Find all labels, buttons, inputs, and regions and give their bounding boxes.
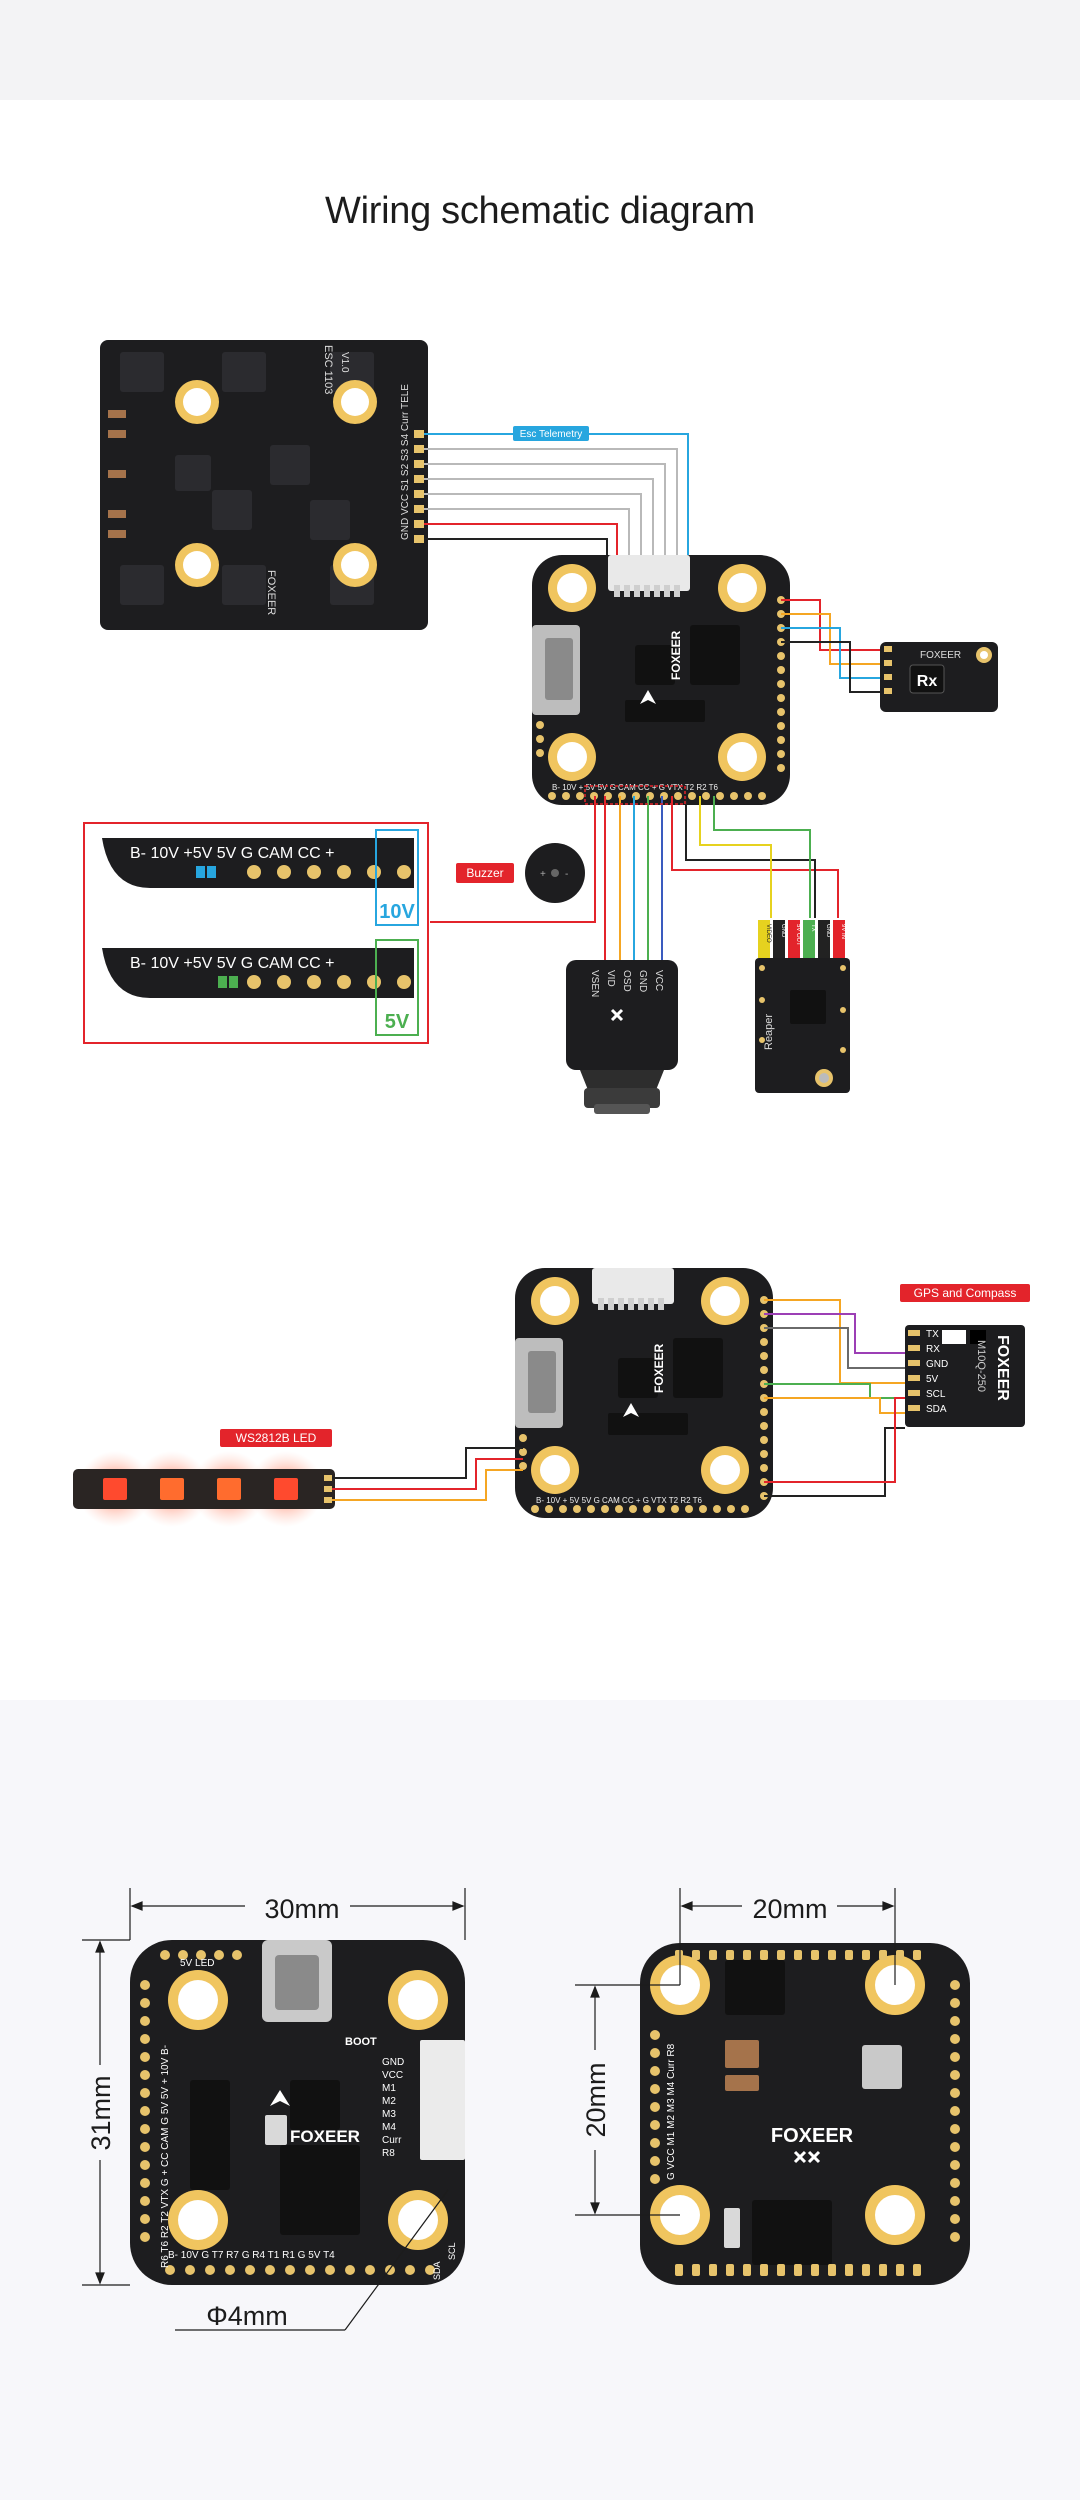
front-pad-m2: M2 [382, 2096, 396, 2107]
board-back-brand: FOXEER [771, 2125, 854, 2147]
gps-brand: FOXEER [994, 1335, 1011, 1401]
option-5v-label: 5V [385, 1011, 410, 1033]
cam-pin-osd: OSD [621, 970, 632, 992]
dim-hole-x: 20mm [752, 1894, 827, 1924]
vtx-pin-tx: TX [810, 924, 816, 932]
board-back: FOXEER G VCC M1 M2 M3 M4 Curr R8 [640, 1943, 970, 2285]
dim-height: 31mm [86, 2075, 116, 2150]
fc-gps-brand: FOXEER [652, 1343, 666, 1393]
gps-pin-tx: TX [926, 1329, 939, 1340]
vtx-pin-gnd: GND [780, 924, 786, 938]
dim-hole-diameter: Φ4mm [206, 2301, 288, 2331]
fc-bottom-wires [430, 796, 839, 980]
pad-row-5v: B- 10V +5V 5V G CAM CC + [130, 955, 335, 972]
front-pad-m1: M1 [382, 2083, 396, 2094]
dim-lines-front [82, 1888, 466, 2331]
camera: VSEN VID OSD GND VCC [566, 960, 678, 1114]
esc-pad-labels: GND VCC S1 S2 S3 S4 Curr TELE [400, 384, 411, 540]
vtx-pin-video: VIDEO [765, 924, 771, 943]
board-front-sda: SDA [432, 2261, 442, 2280]
fc-top-bottom-pads: B- 10V + 5V 5V G CAM CC + G VTX T2 R2 T6 [552, 783, 719, 792]
gps-pin-rx: RX [926, 1344, 940, 1355]
gps-pin-gnd: GND [926, 1359, 948, 1370]
fc-gps-bottom-pads: B- 10V + 5V 5V G CAM CC + G VTX T2 R2 T6 [536, 1496, 703, 1505]
flight-controller-gps: FOXEER B- 10V + 5V 5V G CAM CC + G VTX T… [515, 1268, 773, 1518]
gps-pin-scl: SCL [926, 1389, 946, 1400]
svg-text:-: - [565, 869, 568, 880]
board-front-bottom-pads: B- 10V G T7 R7 G R4 T1 R1 G 5V T4 [168, 2250, 335, 2261]
gps-model: M10Q-250 [975, 1340, 987, 1392]
esc-wires [424, 433, 689, 560]
rx-wires [781, 599, 880, 693]
esc-brand: FOXEER [265, 570, 277, 615]
board-front: FOXEER BOOT GND VCC M1 M2 M3 M4 Curr R8 … [130, 1940, 465, 2285]
flight-controller-top: FOXEER B- 10V + 5V 5V G CAM CC + G VTX T… [532, 555, 790, 805]
front-pad-curr: Curr [382, 2135, 402, 2146]
fc-highlight-box [584, 785, 686, 805]
esc-board: GND VCC S1 S2 S3 S4 Curr TELE ESC 1103 V… [100, 340, 428, 630]
gps-pin-sda: SDA [926, 1404, 947, 1415]
gps-module: TX RX GND 5V SCL SDA FOXEER M10Q-250 [905, 1325, 1025, 1427]
fc-top-brand: FOXEER [669, 630, 683, 680]
voltage-option-5v: B- 10V +5V 5V G CAM CC + 5V [102, 939, 419, 1036]
vtx: VIDEO GND 5V OUT TX GND 9V IN Reaper [755, 918, 850, 1093]
front-pad-m3: M3 [382, 2109, 396, 2120]
board-front-left-pads: R6 T6 R2 T2 VTX G + CC CAM G 5V 5V + 10V… [160, 2045, 171, 2268]
vtx-pin-5vout: 5V OUT [795, 924, 801, 946]
cam-pin-vid: VID [605, 970, 616, 987]
front-pad-m4: M4 [382, 2122, 396, 2133]
dim-hole-y: 20mm [581, 2062, 611, 2137]
esc-telemetry-label: Esc Telemetry [520, 429, 583, 440]
esc-version: V1.0 [339, 352, 350, 373]
cam-pin-vsen: VSEN [589, 970, 600, 997]
rx-label: Rx [917, 673, 938, 690]
gps-wires [764, 1299, 905, 1497]
board-back-left-pads: G VCC M1 M2 M3 M4 Curr R8 [666, 2043, 677, 2180]
option-10v-label: 10V [379, 901, 415, 923]
board-front-brand: FOXEER [290, 2127, 360, 2146]
dim-lines-back [575, 1888, 896, 2216]
page-title: Wiring schematic diagram [325, 190, 755, 232]
gps-tag [900, 1284, 1030, 1302]
vtx-pin-9vin: 9V IN [840, 924, 846, 939]
gps-pin-5v: 5V [926, 1374, 939, 1385]
board-front-scl: SCL [447, 2242, 457, 2260]
pad-row-10v: B- 10V +5V 5V G CAM CC + [130, 845, 335, 862]
led-strip [73, 1451, 335, 1527]
receiver: FOXEER Rx [880, 642, 998, 712]
voltage-option-10v: B- 10V +5V 5V G CAM CC + 10V [102, 829, 419, 926]
vtx-pin-gnd2: GND [825, 924, 831, 938]
vtx-name: Reaper [763, 1014, 775, 1050]
buzzer: + - [525, 843, 585, 903]
board-front-top-pads: 5V LED [180, 1958, 214, 1969]
cam-pin-gnd: GND [637, 970, 648, 992]
front-pad-vcc: VCC [382, 2070, 403, 2081]
rx-brand: FOXEER [920, 650, 961, 661]
buzzer-tag [456, 863, 514, 883]
esc-model: ESC 1103 [322, 345, 334, 394]
svg-text:+: + [540, 869, 546, 880]
top-band [0, 0, 1080, 100]
led-wires [332, 1447, 523, 1501]
front-pad-gnd: GND [382, 2057, 404, 2068]
gps-label: GPS and Compass [914, 1286, 1017, 1300]
dim-width: 30mm [264, 1894, 339, 1924]
front-pad-r8: R8 [382, 2148, 395, 2159]
cam-pin-vcc: VCC [653, 970, 664, 991]
board-front-boot: BOOT [345, 2036, 377, 2048]
led-label: WS2812B LED [236, 1431, 317, 1445]
esc-telemetry-tag [513, 426, 589, 441]
led-tag [220, 1429, 332, 1447]
buzzer-label: Buzzer [466, 866, 503, 880]
